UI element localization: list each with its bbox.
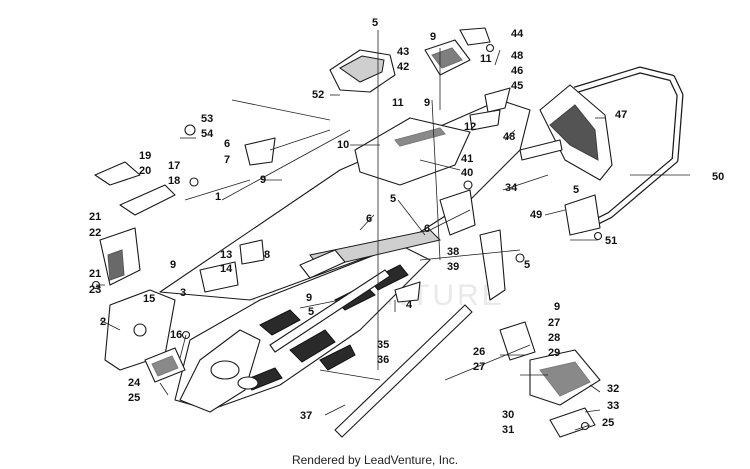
tail-housing	[539, 84, 613, 181]
callout-15: 15	[143, 293, 155, 305]
callout-41: 41	[461, 153, 473, 165]
callout-43: 43	[397, 46, 409, 58]
tunnel-rail	[269, 269, 391, 353]
callout-9-deck: 9	[424, 97, 430, 109]
callout-34: 34	[505, 182, 518, 194]
hitch-bracket	[424, 27, 491, 76]
callout-36: 36	[377, 354, 389, 366]
callout-45: 45	[511, 80, 523, 92]
callout-2: 2	[100, 316, 106, 328]
callout-11-top: 11	[480, 53, 492, 65]
callout-20: 20	[139, 165, 151, 177]
callout-1: 1	[215, 191, 221, 203]
callout-40: 40	[461, 167, 473, 179]
callout-9-front: 9	[260, 174, 266, 186]
callout-47: 47	[615, 109, 627, 121]
callout-48-mid: 48	[503, 131, 515, 143]
callout-37: 37	[300, 410, 312, 422]
callout-17: 17	[168, 160, 180, 172]
callout-26: 26	[473, 346, 485, 358]
callout-21-bottom: 21	[89, 268, 101, 280]
rear-side-bracket	[439, 189, 506, 301]
callout-33: 33	[607, 400, 619, 412]
callout-49: 49	[530, 209, 542, 221]
callout-27-bottom: 27	[473, 361, 485, 373]
callout-21-top: 21	[89, 211, 101, 223]
callout-48-top: 48	[511, 50, 523, 62]
render-credit: Rendered by LeadVenture, Inc.	[291, 453, 459, 467]
callout-5-rail: 5	[308, 306, 314, 318]
leader-lines	[96, 30, 690, 431]
callout-25-right: 25	[602, 417, 614, 429]
callout-10: 10	[337, 139, 349, 151]
footrest	[144, 347, 186, 383]
callout-44: 44	[511, 28, 524, 40]
callout-28: 28	[548, 332, 560, 344]
callout-12: 12	[464, 121, 476, 133]
callout-4: 4	[406, 299, 413, 311]
callout-35: 35	[377, 339, 389, 351]
callout-5-bracket: 5	[524, 259, 530, 271]
callout-8: 8	[264, 249, 270, 261]
callout-7: 7	[224, 154, 230, 166]
callout-54: 54	[201, 128, 214, 140]
callout-22: 22	[89, 227, 101, 239]
callout-5-mid: 5	[390, 193, 396, 205]
callout-50: 50	[712, 171, 724, 183]
callout-9-footrest: 9	[554, 301, 560, 313]
hardware-small-parts	[91, 43, 603, 431]
callout-labels: 1 2 3 4 5 5 5 5 5 6 6 6 7 8 9 9 9 9 9 9 …	[89, 17, 724, 436]
callout-6-rear: 6	[424, 223, 430, 235]
callout-52: 52	[312, 89, 324, 101]
callout-14: 14	[220, 263, 233, 275]
callout-39: 39	[447, 261, 459, 273]
right-footrest-assembly	[499, 321, 601, 438]
callout-13: 13	[220, 249, 232, 261]
callout-6-mid: 6	[366, 213, 372, 225]
callout-9-rail: 9	[306, 292, 312, 304]
callout-29: 29	[548, 347, 560, 359]
callout-51: 51	[605, 235, 617, 247]
callout-5-bumper: 5	[573, 184, 579, 196]
callout-53: 53	[201, 113, 213, 125]
rear-axle-rod	[334, 304, 473, 438]
callout-11-deck: 11	[392, 97, 404, 109]
callout-38: 38	[447, 246, 459, 258]
callout-31: 31	[502, 424, 514, 436]
rear-bumper	[573, 66, 684, 234]
callout-27-top: 27	[548, 317, 560, 329]
callout-46: 46	[511, 65, 523, 77]
callout-23: 23	[89, 284, 101, 296]
callout-24: 24	[128, 377, 141, 389]
callout-25-left: 25	[128, 392, 140, 404]
callout-6-front: 6	[224, 138, 230, 150]
callout-16: 16	[170, 329, 182, 341]
callout-9-top: 9	[430, 31, 436, 43]
front-bulkhead-plate	[104, 289, 176, 371]
callout-18: 18	[168, 175, 180, 187]
front-left-bracket	[94, 161, 176, 286]
callout-32: 32	[607, 383, 619, 395]
callout-9-left: 9	[170, 259, 176, 271]
callout-19: 19	[139, 150, 151, 162]
callout-3: 3	[180, 287, 186, 299]
callout-42: 42	[397, 61, 409, 73]
callout-5-seat: 5	[372, 17, 378, 29]
seat-cushion	[329, 49, 396, 93]
callout-30: 30	[502, 409, 514, 421]
